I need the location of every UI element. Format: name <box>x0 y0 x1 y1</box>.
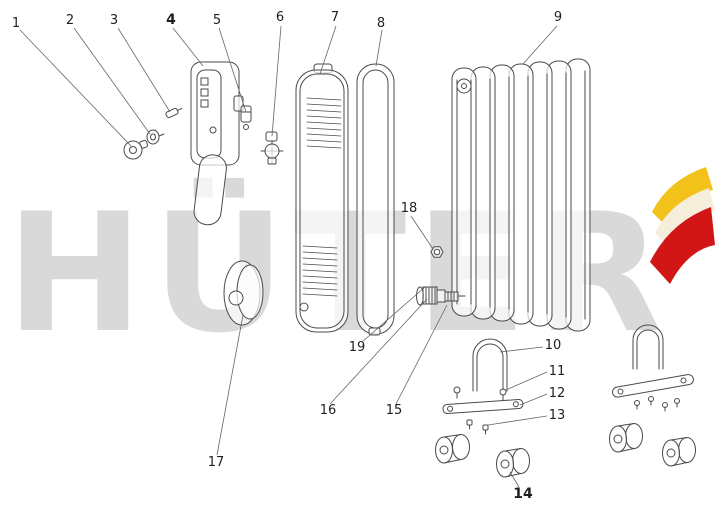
part-label-10: 10 <box>545 338 562 353</box>
logo-petal-cream <box>655 188 715 245</box>
part-12-foot-plate-right <box>612 374 694 398</box>
part-label-5: 5 <box>213 13 221 28</box>
part-14-caster-wheel <box>609 423 643 453</box>
part-label-1: 1 <box>12 16 20 31</box>
part-6-thermostat <box>260 131 284 165</box>
part-2-knob <box>146 129 165 145</box>
part-label-7: 7 <box>331 10 339 25</box>
part-14-caster-wheel <box>435 434 470 464</box>
part-12-foot-plate-left <box>442 398 524 415</box>
part-label-11: 11 <box>549 364 566 379</box>
part-label-12: 12 <box>549 386 566 401</box>
part-label-3: 3 <box>110 13 118 28</box>
part-17-cord-reel <box>223 260 264 326</box>
part-14-caster-wheel <box>496 448 530 478</box>
part-7-front-panel <box>295 63 349 333</box>
part-4-control-housing <box>190 61 244 226</box>
part-label-14: 14 <box>513 486 533 502</box>
part-label-9: 9 <box>554 10 562 25</box>
part-15-16-19-valve-assembly <box>416 286 466 306</box>
radiator-fin <box>451 67 477 317</box>
part-label-4: 4 <box>166 12 176 28</box>
logo-petal-red <box>650 207 715 284</box>
part-label-2: 2 <box>66 13 74 28</box>
part-8-gasket <box>356 63 395 336</box>
brand-logo <box>650 167 715 284</box>
logo-petal-yellow <box>652 167 713 224</box>
part-5-bracket <box>240 105 252 130</box>
part-label-6: 6 <box>276 10 284 25</box>
part-11-screws <box>453 386 507 401</box>
part-3-peg <box>165 107 183 119</box>
part-label-15: 15 <box>386 403 403 418</box>
part-10-u-bracket-right <box>632 324 664 370</box>
part-label-19: 19 <box>349 340 366 355</box>
part-label-13: 13 <box>549 408 566 423</box>
part-9-radiator-fins <box>451 58 591 332</box>
part-1-wheel-knob <box>123 139 149 160</box>
part-label-17: 17 <box>208 455 225 470</box>
part-number-labels: 1 2 3 4 5 6 7 8 9 10 11 12 13 14 15 16 1… <box>12 10 565 502</box>
louver-slots-bottom <box>302 245 338 297</box>
part-14-caster-wheel <box>662 437 696 467</box>
louver-slots-top <box>306 97 342 149</box>
leader-lines <box>19 25 558 488</box>
part-18-nut <box>430 246 444 258</box>
part-13-bolts <box>466 396 680 435</box>
part-label-8: 8 <box>377 16 385 31</box>
part-label-18: 18 <box>401 201 418 216</box>
part-label-16: 16 <box>320 403 337 418</box>
